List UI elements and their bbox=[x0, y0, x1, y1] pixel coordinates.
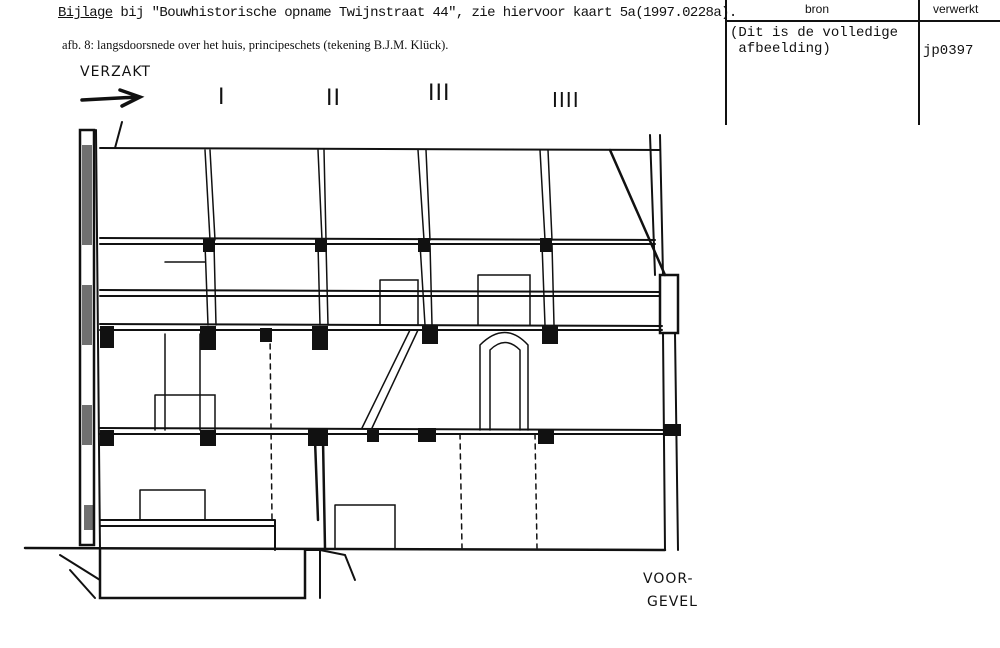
bay-label-3: III bbox=[428, 81, 450, 106]
bay-label-2: II bbox=[326, 86, 341, 111]
building-outline bbox=[23, 121, 680, 600]
bay-label-4: IIII bbox=[552, 88, 580, 112]
bron-cell-line2: afbeelding) bbox=[730, 41, 831, 57]
figure-caption: afb. 8: langsdoorsnede over het huis, pr… bbox=[62, 38, 449, 52]
bay-label-1: I bbox=[218, 85, 226, 110]
title-text: bij "Bouwhistorische opname Twijnstraat … bbox=[112, 5, 737, 21]
beam-ends bbox=[82, 145, 681, 530]
table-divider bbox=[725, 20, 1000, 22]
table-divider bbox=[918, 0, 920, 125]
bron-cell-line1: (Dit is de volledige bbox=[730, 25, 899, 41]
table-divider bbox=[725, 0, 727, 125]
column-header-bron: bron bbox=[805, 2, 830, 16]
verwerkt-cell: jp0397 bbox=[923, 43, 974, 59]
document-title: Bijlage bij "Bouwhistorische opname Twij… bbox=[58, 5, 737, 21]
title-prefix: Bijlage bbox=[58, 5, 113, 21]
label-gevel: GEVEL bbox=[647, 594, 698, 610]
label-verzakt: VERZAKT bbox=[80, 64, 151, 80]
column-header-verwerkt: verwerkt bbox=[933, 2, 979, 16]
arrow-right-icon bbox=[80, 88, 145, 108]
label-voor: VOOR- bbox=[643, 571, 694, 587]
posts bbox=[139, 149, 555, 550]
